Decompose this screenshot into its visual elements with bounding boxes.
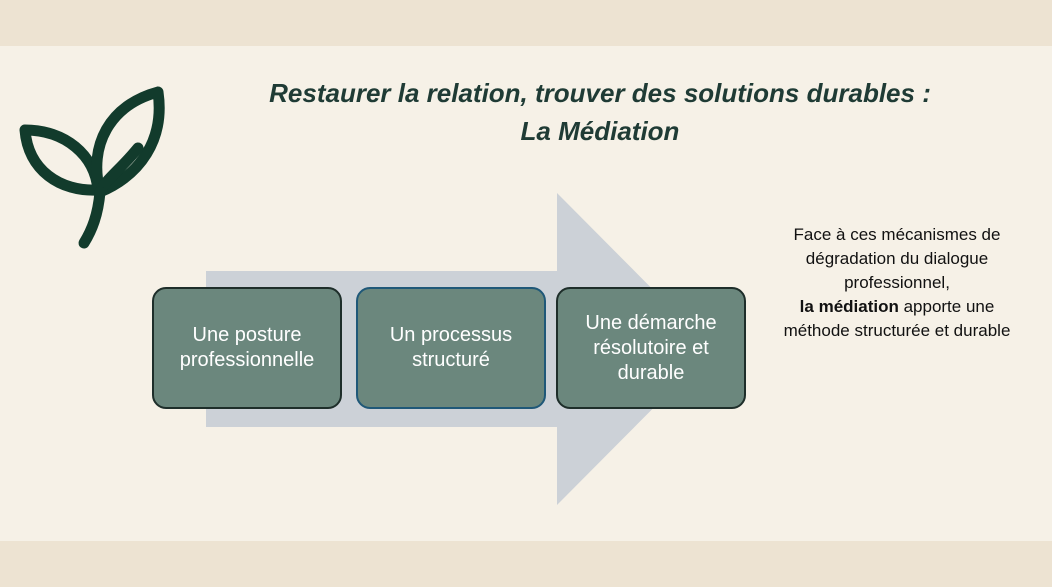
leaf-icon (19, 86, 165, 249)
step-demarche-resolutoire: Une démarche résolutoire et durable (556, 287, 746, 409)
step-posture-professionnelle: Une posture professionnelle (152, 287, 342, 409)
step-label: Une posture professionnelle (179, 324, 315, 371)
slide-title: Restaurer la relation, trouver des solut… (180, 74, 1020, 150)
side-rest: apporte une méthode structurée et durabl… (783, 297, 1011, 340)
side-bold: la médiation (799, 297, 899, 316)
title-line-1: Restaurer la relation, trouver des solut… (269, 78, 931, 108)
title-line-2: La Médiation (520, 116, 680, 146)
step-label: Un processus structuré (389, 324, 513, 371)
step-label: Une démarche résolutoire et durable (585, 311, 717, 384)
top-band (0, 0, 1052, 46)
bottom-band (0, 541, 1052, 587)
side-description: Face à ces mécanismes de dégradation du … (780, 223, 1014, 343)
side-intro: Face à ces mécanismes de dégradation du … (793, 225, 1001, 292)
step-processus-structure: Un processus structuré (356, 287, 546, 409)
